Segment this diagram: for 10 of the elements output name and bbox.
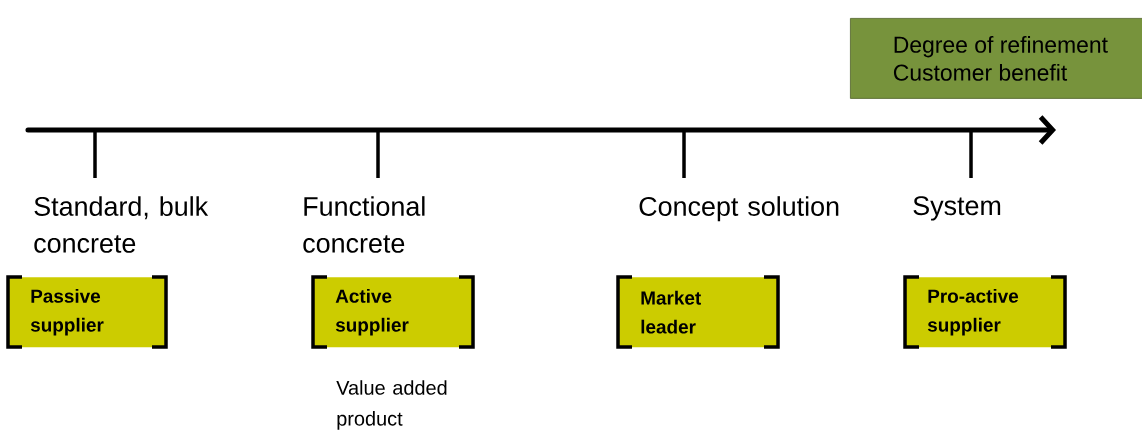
supplier-box: Pro-active supplier [903,275,1067,349]
supplier-box: Active supplier [311,275,475,349]
stage-heading: Standard, bulk concrete [34,196,209,253]
supplier-box: Passive supplier [6,275,168,349]
stage-heading: Functional concrete [303,196,425,253]
supplier-box: Market leader [616,275,780,349]
stage-heading: System [913,196,1001,221]
stage-heading: Concept solution [639,196,839,222]
note-text: Value added product [336,380,447,430]
label-box: Degree of refinement Customer benefit [850,18,1142,99]
